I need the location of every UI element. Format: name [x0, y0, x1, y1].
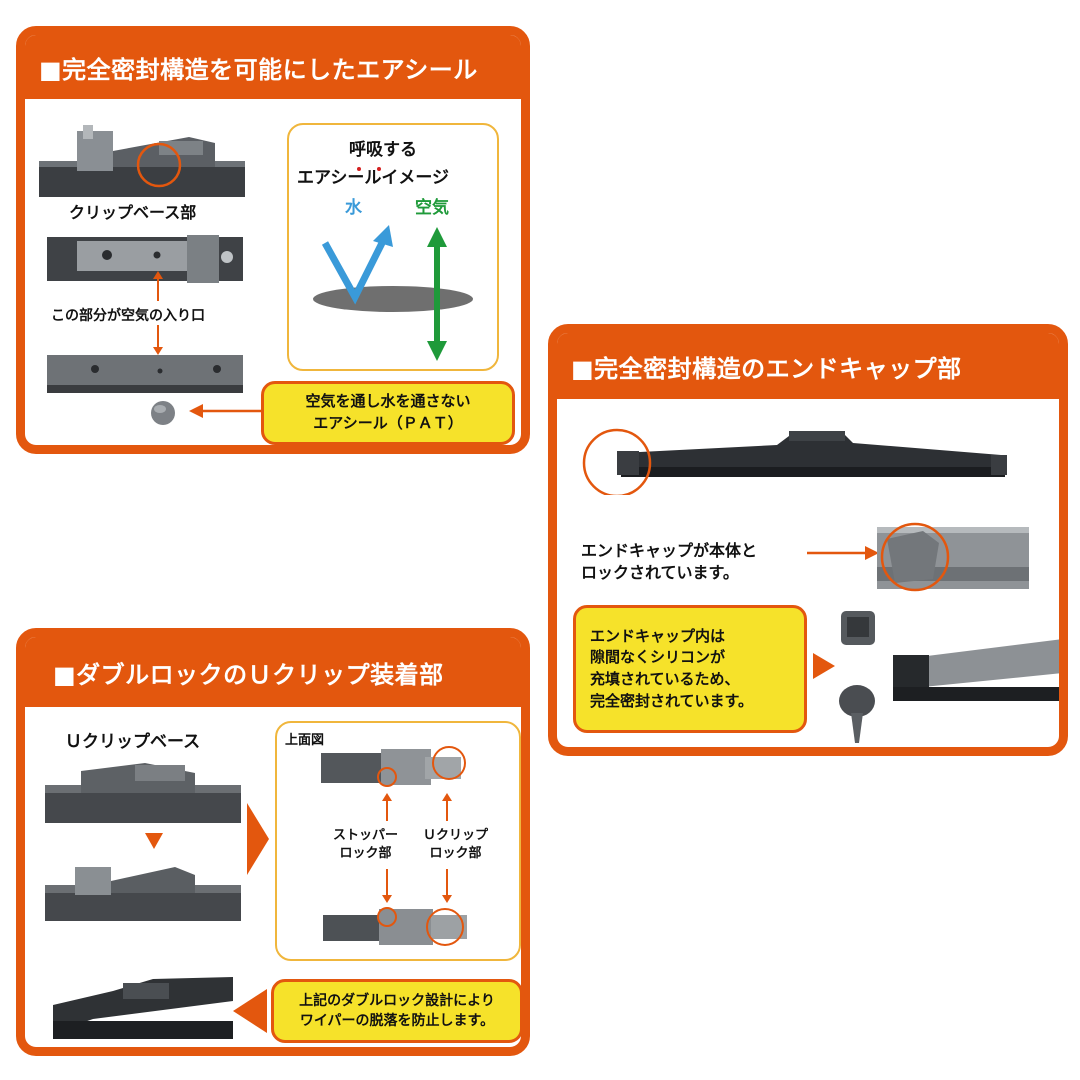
inlet-label: この部分が空気の入り口 — [51, 308, 205, 324]
top-view-label: 上面図 — [285, 733, 325, 748]
uclip-panel-header: ■ダブルロックのＵクリップ装着部 — [25, 637, 521, 707]
stopper-line1: ストッパー — [333, 828, 399, 843]
endcap-panel-title: ■完全密封構造のエンドキャップ部 — [571, 354, 962, 383]
double-lock-callout-line1: 上記のダブルロック設計により — [299, 992, 495, 1009]
endcap-panel: ■完全密封構造のエンドキャップ部 エンドキャップが本体と ロックされています。 … — [548, 324, 1068, 756]
air-seal-callout-line1: 空気を通し水を通さない — [305, 392, 471, 411]
pat-seal-photo — [149, 399, 177, 431]
top-view-upper-photo — [321, 743, 473, 793]
uclip-lock-arrow-down — [441, 869, 453, 907]
stopper-arrow-up — [381, 793, 393, 825]
stopper-arrow-down — [381, 869, 393, 907]
uclip-lock-label: Ｕクリップ ロック部 — [423, 827, 488, 862]
silicone-triangle-arrow — [813, 653, 835, 683]
silicone-filled-cap-photo — [837, 683, 877, 745]
double-lock-callout: 上記のダブルロック設計により ワイパーの脱落を防止します。 — [271, 979, 521, 1043]
air-seal-callout: 空気を通し水を通さない エアシール（ＰＡＴ） — [261, 381, 515, 445]
lock-arrow-right — [807, 543, 879, 567]
u-clip-base-label: Ｕクリップベース — [65, 732, 201, 752]
top-view-box: 上面図 ストッパー ロック部 Ｕクリップ ロック部 — [275, 721, 521, 961]
endcap-panel-header: ■完全密封構造のエンドキャップ部 — [557, 333, 1059, 399]
double-lock-callout-line2: ワイパーの脱落を防止します。 — [299, 1013, 495, 1029]
air-seal-diagram — [303, 219, 487, 373]
uclip-lock-line1: Ｕクリップ — [423, 828, 489, 843]
air-label: 空気 — [415, 198, 449, 218]
airseal-panel-header: ■完全密封構造を可能にしたエアシール — [25, 35, 521, 99]
callout-arrow-left — [189, 401, 261, 425]
lock-text-line1: エンドキャップが本体と — [581, 541, 758, 560]
u-clip-base-photo — [45, 755, 241, 823]
emphasis-dots — [355, 157, 395, 176]
end-cap-part-photo — [837, 605, 881, 649]
wiper-blade-photo — [581, 415, 1021, 495]
step-down-arrow — [145, 833, 163, 853]
double-lock-arrow-left — [233, 989, 267, 1037]
u-clip-attached-photo — [45, 855, 241, 921]
lock-text-line2: ロックされています。 — [581, 563, 739, 582]
top-view-lower-photo — [323, 903, 473, 951]
silicone-callout-line4: 完全密封されています。 — [590, 691, 754, 710]
inlet-photo — [47, 355, 243, 397]
silicone-callout-line3: 充填されているため、 — [590, 670, 740, 688]
airseal-panel: ■完全密封構造を可能にしたエアシール クリップベース部 この部分が空気の入り口 — [16, 26, 530, 454]
silicone-callout-line1: エンドキャップ内は — [590, 626, 726, 645]
uclip-panel-title: ■ダブルロックのＵクリップ装着部 — [53, 660, 444, 689]
end-cap-assembled-photo — [893, 633, 1059, 707]
clip-base-closeup-photo — [47, 233, 243, 285]
inlet-arrow-down — [151, 325, 165, 359]
silicone-callout-line2: 隙間なくシリコンが — [590, 648, 726, 667]
stopper-line2: ロック部 — [339, 845, 392, 861]
double-lock-photo — [53, 971, 233, 1043]
clip-base-photo — [39, 121, 245, 201]
airseal-panel-title: ■完全密封構造を可能にしたエアシール — [39, 55, 478, 84]
air-seal-image-box: 呼吸する エアシールイメージ 水 空気 — [287, 123, 499, 371]
water-label: 水 — [345, 198, 362, 218]
to-top-view-arrow — [247, 803, 269, 879]
image-title-line1: 呼吸する — [349, 140, 417, 160]
uclip-lock-line2: ロック部 — [429, 845, 482, 861]
air-seal-callout-line2: エアシール（ＰＡＴ） — [313, 414, 463, 432]
inlet-arrow-up — [151, 271, 165, 305]
image-title-line2: エアシールイメージ — [297, 168, 449, 188]
clip-base-label: クリップベース部 — [69, 203, 197, 222]
end-cap-closeup-photo — [877, 517, 1029, 601]
stopper-lock-label: ストッパー ロック部 — [333, 827, 398, 862]
uclip-panel: ■ダブルロックのＵクリップ装着部 Ｕクリップベース 上面図 — [16, 628, 530, 1056]
uclip-lock-arrow-up — [441, 793, 453, 825]
silicone-callout: エンドキャップ内は 隙間なくシリコンが 充填されているため、 完全密封されていま… — [573, 605, 807, 733]
